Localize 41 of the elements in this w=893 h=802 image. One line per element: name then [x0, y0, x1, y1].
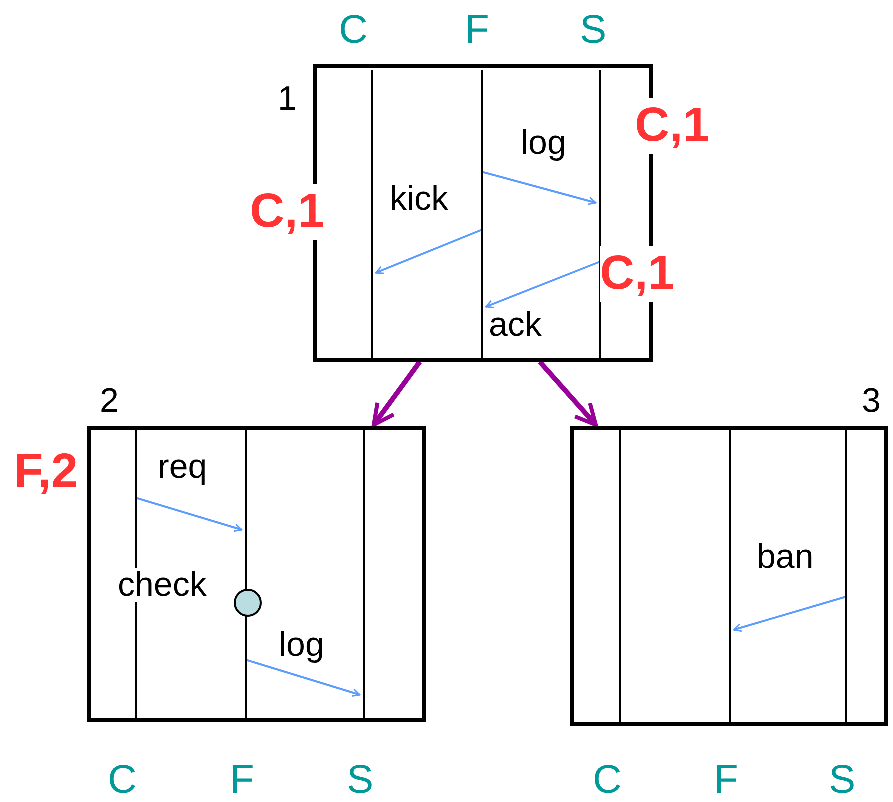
edge-label: log [279, 628, 324, 662]
edge-label: req [158, 450, 208, 484]
lifeline-label: C [108, 760, 137, 800]
lifeline-label: S [829, 760, 856, 800]
lifeline [619, 430, 621, 724]
lifeline [363, 430, 365, 720]
lifeline [245, 430, 247, 720]
lifeline [371, 70, 373, 360]
arrow [375, 229, 482, 274]
arrow [733, 596, 846, 632]
lifeline [845, 430, 847, 724]
edge-label: kick [390, 182, 449, 216]
arrow [372, 360, 422, 427]
arrow [482, 171, 597, 206]
box-number: 2 [100, 384, 119, 418]
lifeline-label: C [339, 10, 368, 50]
lifeline-label: F [714, 760, 738, 800]
lifeline-label: S [580, 10, 607, 50]
lifeline [729, 430, 731, 724]
arrow [538, 360, 598, 427]
edge-label: log [521, 126, 566, 160]
lifeline-label: F [230, 760, 254, 800]
arrow [136, 497, 243, 532]
edge-label: ban [757, 540, 814, 574]
lifeline-label: S [347, 760, 374, 800]
arrow [246, 659, 361, 698]
box-number: 1 [278, 82, 297, 116]
edge-label: ack [489, 308, 542, 342]
arrow [485, 261, 600, 308]
state-box [87, 426, 426, 722]
lifeline-label: C [593, 760, 622, 800]
state-circle [234, 589, 262, 617]
lifeline [599, 70, 601, 360]
lifeline-label: F [465, 10, 490, 50]
state-box [570, 426, 888, 726]
state-mark: C,1 [635, 98, 710, 154]
state-mark: C,1 [250, 184, 325, 240]
state-mark: C,1 [600, 246, 675, 302]
lifeline [481, 70, 483, 360]
box-number: 3 [862, 384, 881, 418]
check-label: check [118, 568, 207, 602]
